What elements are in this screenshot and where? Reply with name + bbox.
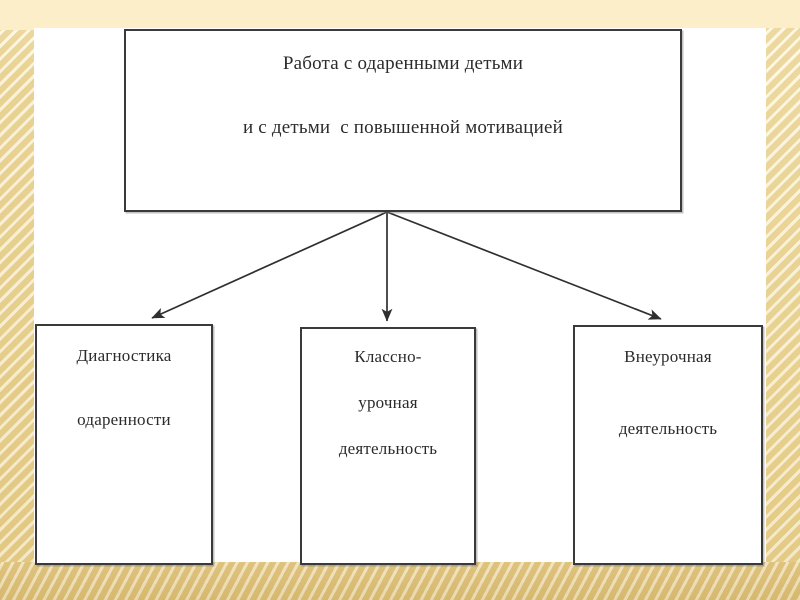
diagram-node-classroom[interactable]: Классно- урочная деятельность	[300, 327, 476, 565]
diagram-node-root[interactable]: Работа с одаренными детьми и с детьми с …	[124, 29, 682, 212]
extracurricular-line-1: Внеурочная	[624, 347, 712, 366]
decorative-border-top	[0, 0, 800, 28]
diagram-node-extracurricular[interactable]: Внеурочная деятельность	[573, 325, 763, 565]
root-title-line-2: и с детьми с повышенной мотивацией	[242, 117, 564, 138]
decorative-border-bottom	[0, 562, 800, 600]
diagnostics-line-1: Диагностика	[76, 346, 172, 365]
classroom-line-3: деятельность	[338, 439, 438, 458]
classroom-line-2: урочная	[358, 393, 418, 412]
decorative-border-left	[0, 0, 34, 600]
decorative-border-corner-top-left	[0, 0, 34, 30]
root-title-line-1: Работа с одаренными детьми	[282, 53, 524, 74]
diagnostics-line-2: одаренности	[77, 410, 171, 429]
diagram-node-diagnostics[interactable]: Диагностика одаренности	[35, 324, 213, 565]
classroom-line-1: Классно-	[354, 347, 422, 366]
decorative-border-right	[766, 0, 800, 600]
extracurricular-line-2: деятельность	[618, 419, 718, 438]
